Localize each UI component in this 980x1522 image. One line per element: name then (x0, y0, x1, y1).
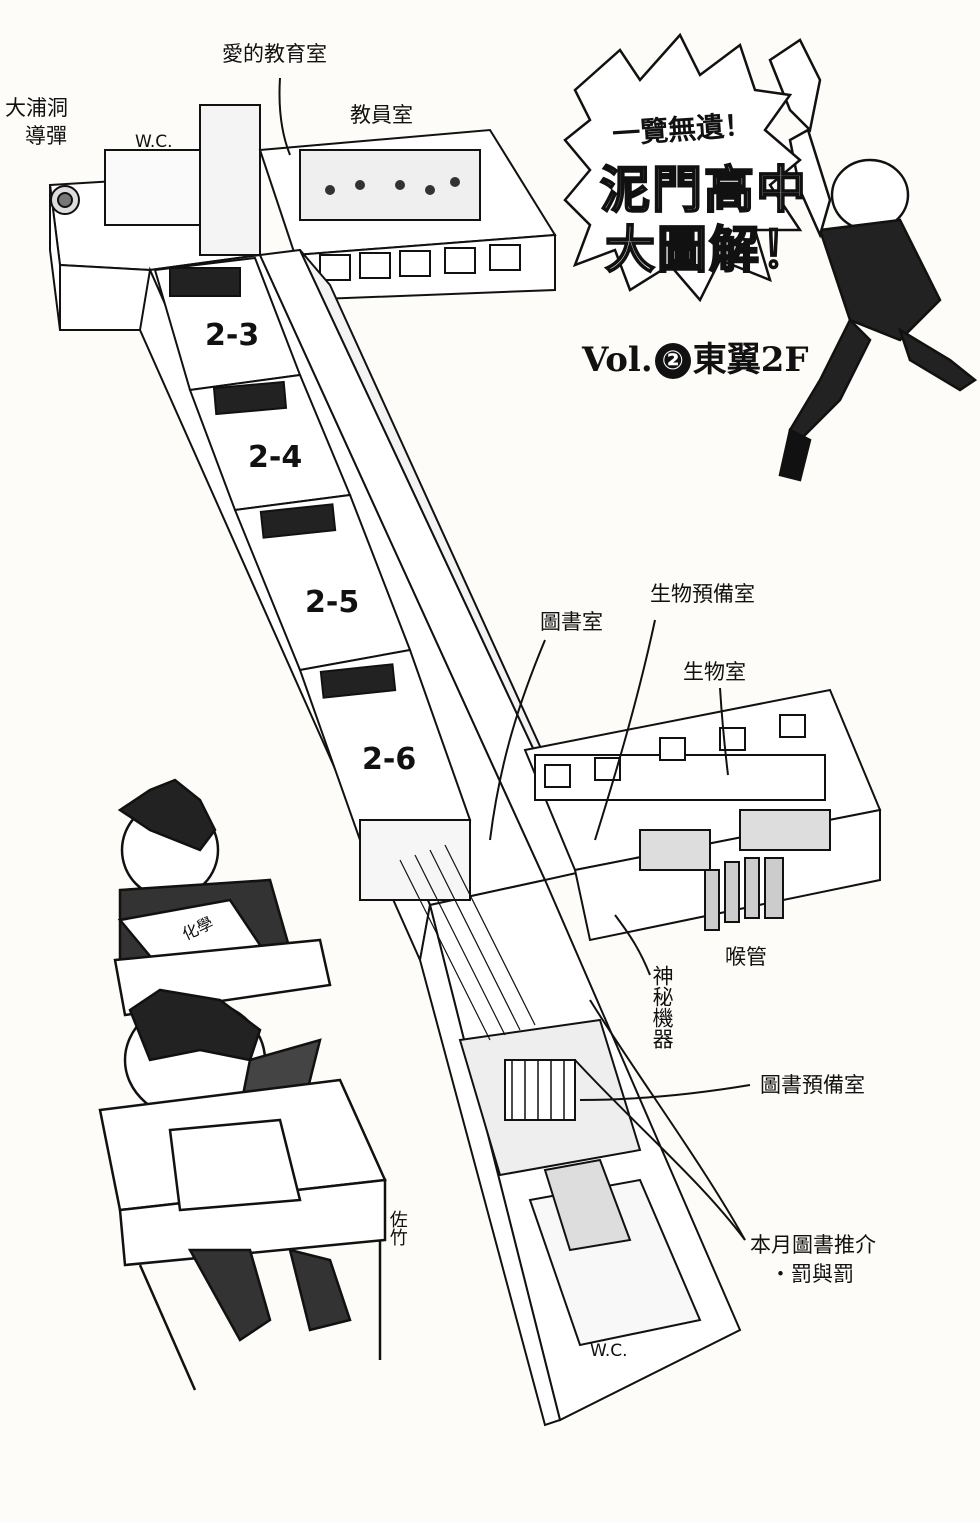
teachers-room-block (258, 128, 557, 302)
room-2-4: 2-4 (248, 440, 303, 475)
room-2-3: 2-3 (205, 318, 260, 353)
label-bio-room: 生物室 (683, 660, 746, 684)
label-library: 圖書室 (540, 610, 603, 634)
label-bio-prep: 生物預備室 (650, 582, 755, 606)
volume-suffix: 東翼2F (692, 340, 809, 380)
title-burst (563, 32, 803, 303)
title-line-2: 大圖解！ (604, 220, 813, 280)
label-mystery-machine: 神秘機器 (650, 965, 675, 1049)
room-2-6: 2-6 (362, 742, 417, 777)
label-teachers-room: 教員室 (350, 103, 413, 127)
biology-wing (523, 688, 882, 942)
label-wc-top: W.C. (135, 132, 173, 152)
label-wc-bottom: W.C. (590, 1341, 628, 1361)
south-wing (359, 819, 742, 1427)
classroom-boxes (153, 256, 472, 842)
volume-number: ② (654, 343, 691, 379)
label-recommend-1: 本月圖書推介 (750, 1233, 876, 1257)
leader-lines (278, 77, 751, 1241)
label-recommend-2: ・罰與罰 (770, 1262, 854, 1286)
title-line-1: 泥門高中 (599, 160, 808, 220)
volume-prefix: Vol. (582, 340, 653, 380)
leaping-character (768, 38, 978, 482)
label-throat: 喉管 (725, 945, 767, 969)
students-illustration (98, 778, 387, 1391)
label-daho-dou: 大浦洞 (5, 96, 68, 120)
room-2-5: 2-5 (305, 585, 360, 620)
label-sata: 佐竹 (386, 1210, 408, 1246)
label-library-prep: 圖書預備室 (760, 1073, 865, 1097)
label-daho-dou-2: 導彈 (25, 124, 67, 148)
label-ai-room: 愛的教育室 (222, 42, 327, 66)
